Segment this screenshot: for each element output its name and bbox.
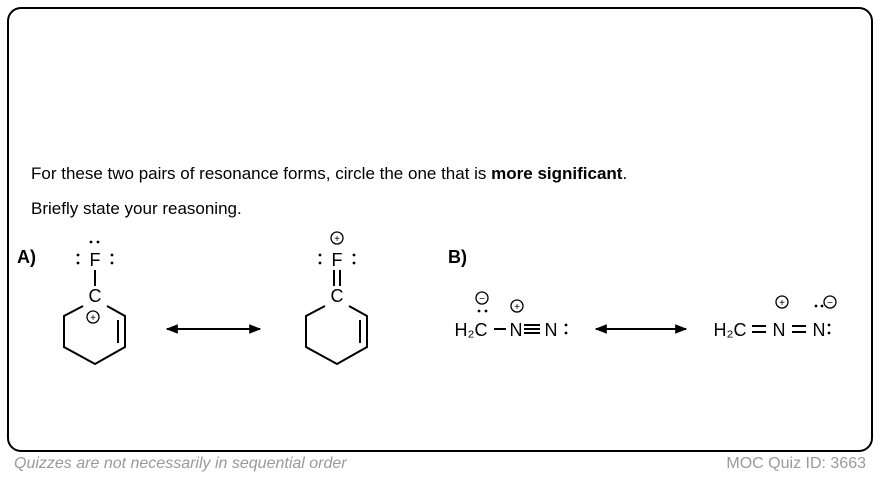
question-period: .	[622, 164, 628, 183]
nitrogen-atom: N	[510, 320, 523, 340]
structure-a-left-bonds	[63, 270, 126, 366]
positive-charge: +	[514, 302, 520, 313]
nitrogen-atom: N	[545, 320, 558, 340]
structure-a-right-bonds	[305, 231, 368, 366]
methylene-group: H₂C	[455, 320, 488, 340]
quiz-card	[7, 7, 873, 452]
part-a-label: A)	[17, 247, 36, 267]
part-b-label: B)	[448, 247, 467, 267]
positive-charge: +	[90, 313, 96, 324]
fluorine-atom: F	[332, 250, 343, 270]
negative-charge: −	[827, 298, 833, 309]
negative-charge: −	[479, 294, 485, 305]
nitrogen-atom: N	[773, 320, 786, 340]
nitrogen-atom: N	[813, 320, 826, 340]
quiz-id: MOC Quiz ID: 3663	[726, 455, 866, 472]
carbon-atom: C	[89, 286, 102, 306]
footer-note: Quizzes are not necessarily in sequentia…	[14, 455, 347, 472]
question-line-2: Briefly state your reasoning.	[31, 199, 242, 218]
methylene-group: H₂C	[714, 320, 747, 340]
positive-charge: +	[779, 298, 785, 309]
question-line-1: For these two pairs of resonance forms, …	[31, 164, 627, 184]
carbon-atom: C	[331, 286, 344, 306]
charge-symbols: + + − + + −	[90, 234, 833, 324]
question-text: For these two pairs of resonance forms, …	[31, 164, 492, 183]
question-emphasis: more significant	[491, 164, 623, 183]
fluorine-atom: F	[90, 250, 101, 270]
lone-pairs	[76, 240, 831, 335]
positive-charge: +	[334, 234, 340, 245]
